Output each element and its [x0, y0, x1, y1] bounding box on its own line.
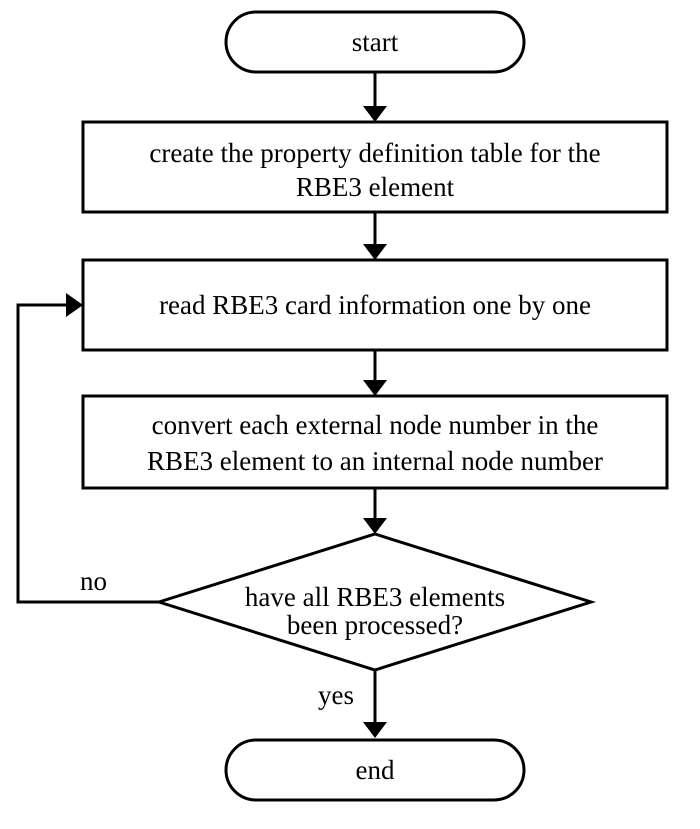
- arrowhead-decision-to-end: [363, 722, 387, 738]
- convert-nodes-label-line1: convert each external node number in the: [151, 410, 599, 440]
- decision-label-line2: been processed?: [286, 610, 464, 640]
- create-table-label-line2: RBE3 element: [295, 172, 455, 202]
- arrowhead-convert-to-decision: [363, 518, 387, 534]
- end-label: end: [355, 755, 395, 785]
- edge-label-yes: yes: [318, 680, 354, 710]
- end-terminal: [224, 738, 526, 802]
- arrow-no-loop: [16, 303, 159, 604]
- edge-label-no: no: [80, 566, 107, 596]
- create-table-box: [81, 120, 669, 214]
- arrowhead-start-to-create: [363, 106, 387, 122]
- read-card-box: [81, 258, 669, 352]
- arrowhead-create-to-read: [363, 244, 387, 260]
- start-label: start: [351, 27, 399, 57]
- decision-label-line1: have all RBE3 elements: [244, 582, 506, 612]
- create-table-label-line1: create the property definition table for…: [149, 138, 601, 168]
- read-card-label: read RBE3 card information one by one: [159, 290, 591, 320]
- convert-nodes-label-line2: RBE3 element to an internal node number: [147, 446, 603, 476]
- arrowhead-no-loop: [66, 293, 83, 317]
- arrowhead-read-to-convert: [363, 380, 387, 396]
